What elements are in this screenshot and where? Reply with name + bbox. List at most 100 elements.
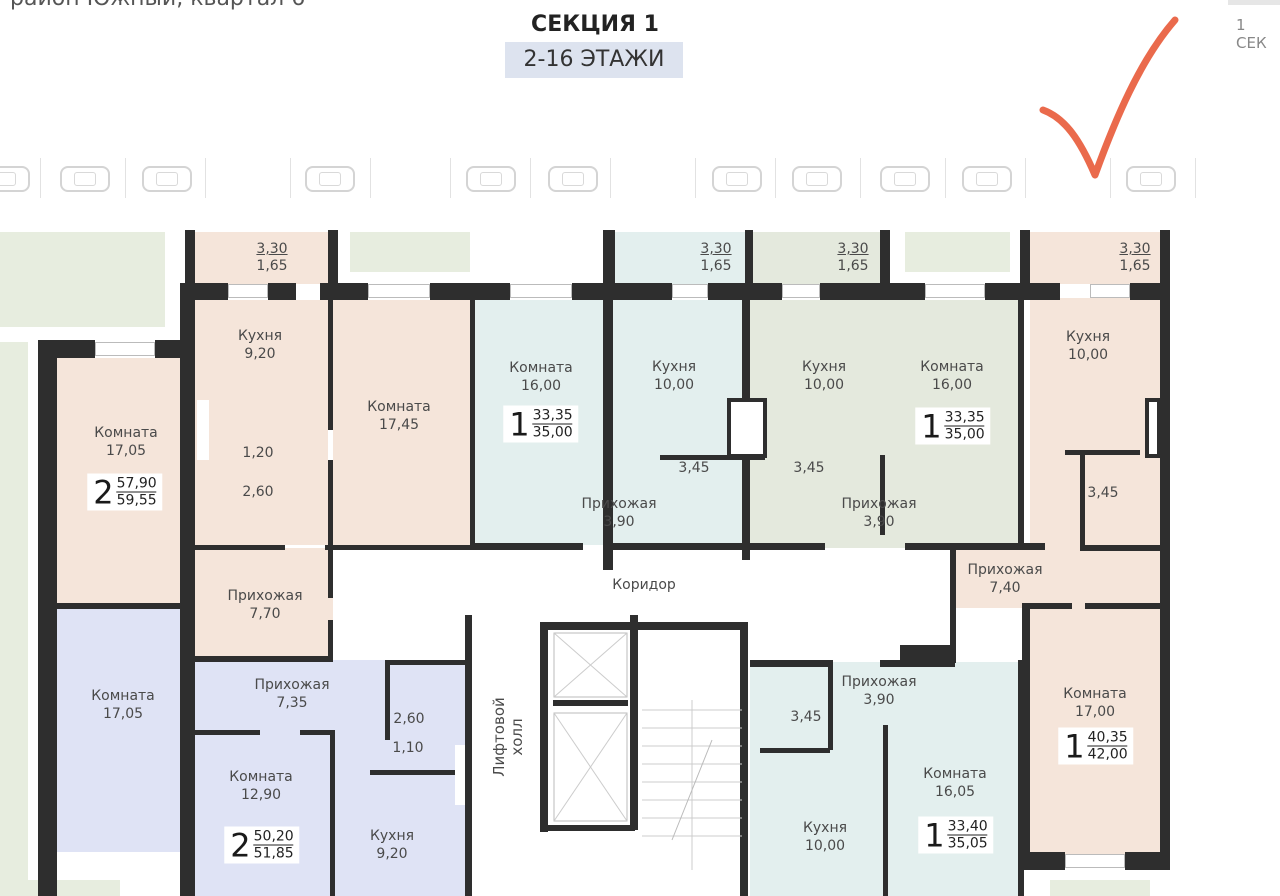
window — [782, 284, 820, 298]
green-area — [0, 232, 165, 327]
parking-divider — [205, 158, 206, 198]
balcony-total: 3,30 — [700, 241, 732, 257]
wall — [985, 283, 1060, 300]
room-name: Прихожая — [227, 588, 303, 604]
car-icon — [712, 166, 762, 192]
room-area: 3,90 — [863, 514, 895, 530]
room-name: Комната — [1063, 686, 1127, 702]
room-area: 10,00 — [653, 377, 695, 393]
room-name: Комната — [367, 399, 431, 415]
parking-divider — [860, 158, 861, 198]
total-area: 51,85 — [253, 845, 294, 862]
room-name: Кухня — [802, 820, 848, 836]
room-label: 3,45 — [793, 459, 824, 477]
room-label: Комната 16,00 — [509, 359, 573, 395]
room-area: 10,00 — [804, 838, 846, 854]
room-label: Коридор — [612, 576, 676, 594]
wall — [883, 725, 888, 896]
green-area — [905, 232, 1010, 272]
car-icon — [142, 166, 192, 192]
section-tab-bar — [1228, 0, 1280, 5]
room-label: 1,20 — [242, 444, 273, 462]
wall — [328, 230, 338, 300]
balcony-area: 1,65 — [837, 258, 869, 274]
room-label: 2,60 — [242, 483, 273, 501]
parking-divider — [695, 158, 696, 198]
section-title: СЕКЦИЯ 1 — [531, 12, 659, 37]
section-tab[interactable]: 1 СЕК — [1236, 16, 1267, 52]
total-area: 59,55 — [116, 492, 157, 509]
wall — [430, 283, 510, 300]
room-area: 1,20 — [242, 445, 274, 461]
window — [95, 342, 155, 356]
vent-shaft — [197, 400, 209, 460]
floors-badge: 2-16 ЭТАЖИ — [505, 42, 683, 78]
room-count: 2 — [230, 826, 251, 864]
room-label: 1,10 — [392, 739, 423, 757]
window — [925, 284, 985, 298]
room-fill — [193, 300, 328, 545]
car-icon — [60, 166, 110, 192]
room-count: 1 — [921, 407, 942, 445]
room-area: 9,20 — [244, 346, 276, 362]
wall — [328, 548, 333, 598]
green-area — [1050, 880, 1150, 896]
wall — [328, 460, 333, 550]
balcony-total: 3,30 — [256, 241, 288, 257]
parking-divider — [370, 158, 371, 198]
wall — [185, 230, 195, 300]
living-area: 33,35 — [532, 407, 573, 425]
wall — [745, 230, 753, 300]
wall — [1030, 852, 1065, 870]
room-area: 3,45 — [793, 460, 825, 476]
room-count: 1 — [509, 405, 530, 443]
parking-divider — [530, 158, 531, 198]
room-label: 3,45 — [678, 459, 709, 477]
room-name: Прихожая — [581, 496, 657, 512]
room-name: Прихожая — [967, 562, 1043, 578]
room-fill — [333, 660, 468, 896]
wall — [540, 622, 745, 630]
elevator-icon — [553, 712, 628, 822]
room-area: 3,90 — [603, 514, 635, 530]
room-area: 9,20 — [376, 846, 408, 862]
room-count: 1 — [924, 816, 945, 854]
room-name: Кухня — [369, 828, 415, 844]
room-fill — [952, 548, 1160, 608]
window — [1090, 284, 1130, 298]
room-fill — [750, 232, 882, 284]
wall — [1080, 455, 1085, 545]
wall — [708, 283, 782, 300]
parking-divider — [125, 158, 126, 198]
room-name: Комната — [923, 766, 987, 782]
stairs-icon — [642, 700, 742, 870]
parking-divider — [945, 158, 946, 198]
wall — [1022, 603, 1072, 609]
balcony-total: 3,30 — [1119, 241, 1151, 257]
room-name: Комната — [509, 360, 573, 376]
wall — [605, 543, 745, 550]
room-area: 17,00 — [1074, 704, 1116, 720]
room-label: Комната 17,00 — [1063, 685, 1127, 721]
room-area: 3,45 — [790, 709, 822, 725]
green-area — [0, 880, 120, 896]
room-area: 16,00 — [520, 378, 562, 394]
room-fill — [195, 232, 328, 284]
room-area: 17,05 — [102, 706, 144, 722]
room-area: 12,90 — [240, 787, 282, 803]
wall — [300, 730, 335, 735]
address-text: район Южный, квартал 6 — [10, 0, 305, 11]
wall — [828, 660, 833, 750]
